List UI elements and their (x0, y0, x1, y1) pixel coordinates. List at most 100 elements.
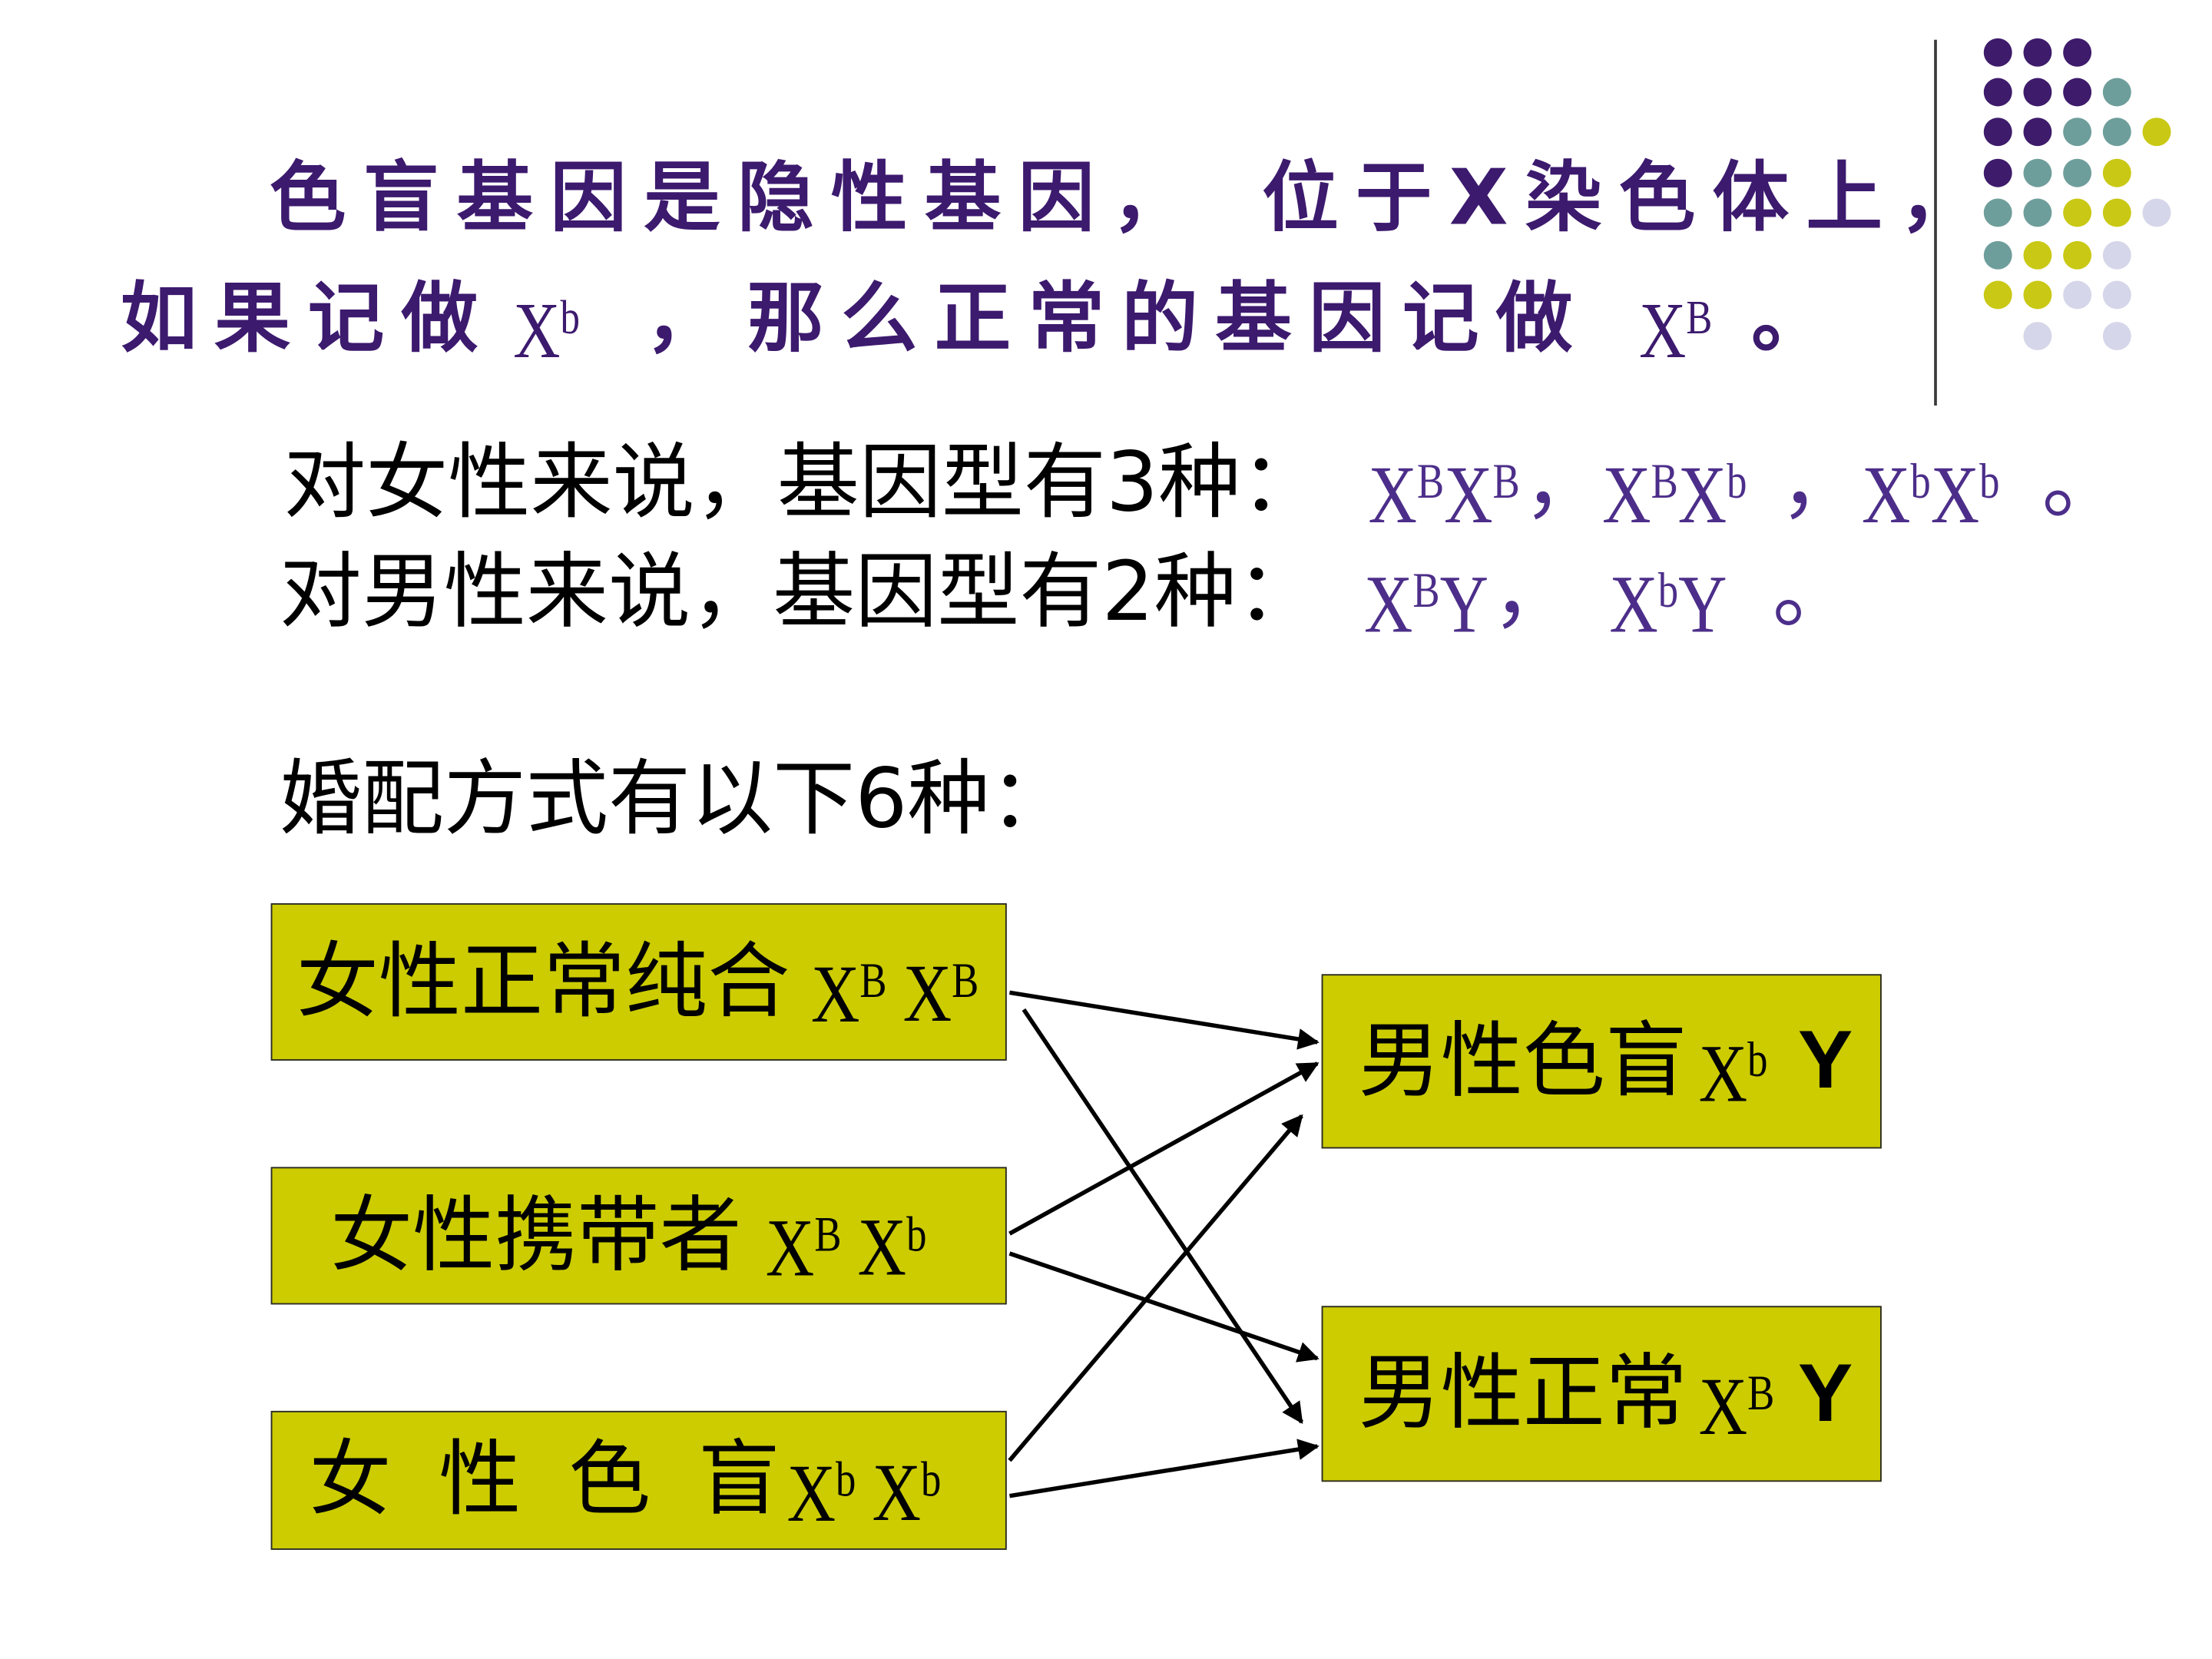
allele-superscript: B (1492, 453, 1520, 509)
allele-base: X (1364, 558, 1413, 651)
box-genotype: XB (1699, 1307, 1775, 1480)
female-genotype-label: 对女性来说，基因型有3种： (283, 433, 1323, 531)
decor-dot (2102, 158, 2131, 187)
decor-dot (2063, 38, 2092, 67)
decor-dot (1983, 78, 2012, 107)
allele-base: X (513, 287, 561, 376)
decor-dot (2063, 240, 2092, 270)
decor-dot (2063, 198, 2092, 227)
allele-base: X (1862, 449, 1911, 541)
male-normal-box: 男性正常 XB Y (1321, 1306, 1882, 1482)
female-genotype-2-separator: ， (1779, 433, 1863, 531)
decor-dot (2023, 198, 2052, 227)
male-colorblind-box: 男性色盲 Xb Y (1321, 974, 1882, 1149)
title-line2-part2: 那么正常的基因记做 (747, 273, 1590, 363)
allele-base: X (1698, 1027, 1748, 1120)
allele-superscript: b (906, 1207, 927, 1263)
y-chromosome: Y (1439, 558, 1488, 651)
decor-dot (2102, 198, 2131, 227)
decor-dot (2023, 158, 2052, 187)
allele-base: X (872, 1446, 921, 1539)
allele-superscript: B (1686, 292, 1713, 345)
title-recessive-allele: Xb (513, 276, 580, 374)
male-genotype-2-separator: 。 (1772, 543, 1855, 640)
female-genotype-2: XBXb (1602, 437, 1747, 541)
allele-superscript: B (1651, 453, 1678, 509)
decor-dot (2102, 78, 2131, 107)
decor-dot (2023, 78, 2052, 107)
allele-base: X (1930, 449, 1980, 541)
box-label: 男性正常 (1358, 1344, 1687, 1441)
y-chromosome: Y (1797, 1014, 1853, 1106)
female-genotype-3: XbXb (1862, 437, 2000, 541)
allele-base: X (1677, 449, 1727, 541)
allele-superscript: b (1979, 453, 2000, 509)
decor-dot (2063, 280, 2092, 310)
box-label: 女性携带者 (330, 1187, 742, 1283)
allele-base: X (902, 947, 952, 1040)
decor-dot (1983, 38, 2012, 67)
allele-base: X (765, 1201, 815, 1294)
arrow-colorblind-female-to-normal-male (1009, 1439, 1320, 1498)
allele-base: X (1698, 1360, 1748, 1453)
title-line2-comma: ， (645, 273, 739, 363)
male-genotype-label: 对男性来说，基因型有2种： (279, 543, 1319, 640)
decor-dot-grid (1983, 38, 2171, 350)
allele-base: X (1444, 449, 1493, 541)
decor-dot (1983, 280, 2012, 310)
title-line2-period: 。 (1751, 273, 1845, 363)
allele-base: X (1602, 449, 1651, 541)
female-genotype-3-separator: 。 (2041, 433, 2124, 531)
allele-superscript: B (1416, 453, 1445, 509)
title-line1-part2: 位于X染色体上， (1262, 153, 1994, 243)
decor-dot (2142, 198, 2171, 227)
decor-dot (2102, 118, 2131, 147)
allele-superscript: b (920, 1452, 942, 1508)
decor-dot (2023, 322, 2052, 350)
decor-dot (2023, 118, 2052, 147)
male-genotype-1-separator: ， (1492, 543, 1575, 640)
allele-superscript: B (952, 952, 979, 1008)
female-genotype-1-separator: ， (1522, 433, 1605, 531)
y-chromosome: Y (1678, 558, 1727, 651)
box-genotype: Xb (1699, 975, 1768, 1147)
decor-dot (2063, 118, 2092, 147)
female-genotype-1: XBXB (1369, 437, 1520, 541)
arrow-colorblind-female-to-colorblind-male (1008, 1114, 1303, 1462)
allele-superscript: b (1727, 453, 1747, 509)
decor-dot (2102, 240, 2131, 270)
decor-dot (2102, 280, 2131, 310)
decor-dot (2023, 280, 2052, 310)
allele-base: X (1639, 287, 1687, 376)
allele-superscript: b (1747, 1032, 1768, 1088)
allele-base: X (1609, 558, 1658, 651)
title-dominant-allele: XB (1639, 276, 1712, 374)
allele-superscript: B (1412, 562, 1440, 618)
allele-superscript: b (560, 292, 580, 345)
title-line1-part1: 色盲基因是隐性基因， (269, 153, 1206, 243)
allele-superscript: b (1910, 453, 1931, 509)
decor-dot (2063, 158, 2092, 187)
decor-dot (2023, 240, 2052, 270)
allele-base: X (1368, 449, 1417, 541)
male-genotype-1: XBY (1364, 546, 1488, 650)
arrow-homozygous-to-colorblind-male (1009, 990, 1320, 1050)
male-genotype-2: XbY (1609, 546, 1727, 650)
box-label: 女 性 色 盲 (309, 1430, 780, 1528)
allele-superscript: B (859, 952, 887, 1008)
decor-dot (2063, 78, 2092, 107)
box-label: 女性正常纯合 (296, 932, 790, 1030)
box-label: 男性色盲 (1358, 1012, 1687, 1109)
allele-superscript: b (836, 1452, 856, 1508)
allele-superscript: B (814, 1207, 842, 1263)
mating-heading: 婚配方式有以下6种： (279, 750, 1072, 847)
arrow-homozygous-to-normal-male (1022, 1008, 1304, 1424)
decor-dot (1983, 118, 2012, 147)
decor-dot (2023, 38, 2052, 67)
decor-dot (2142, 118, 2171, 147)
allele-base: X (857, 1201, 907, 1294)
